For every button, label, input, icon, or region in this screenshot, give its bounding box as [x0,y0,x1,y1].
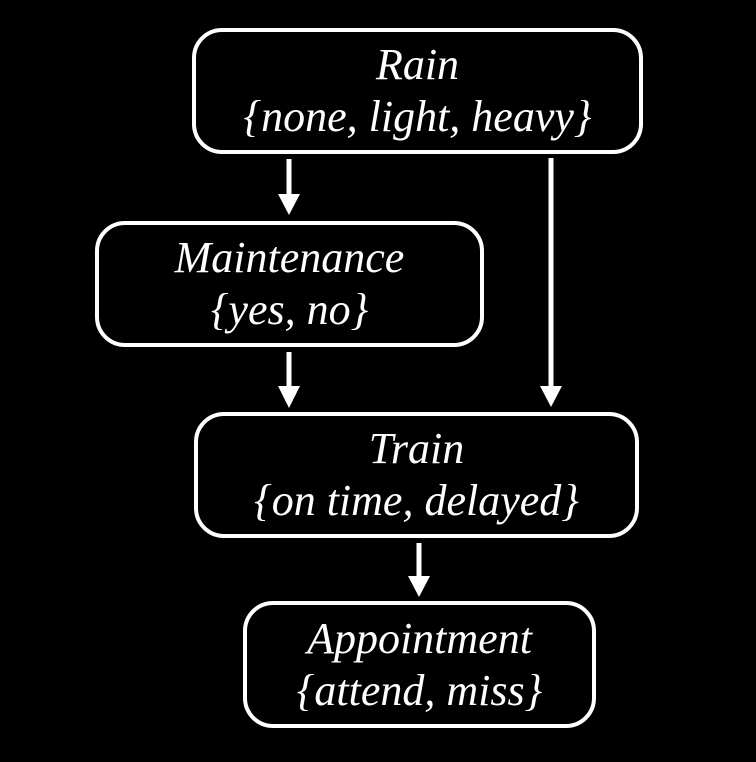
edge-train-to-appointment-arrow [408,543,430,597]
node-maintenance-name: Maintenance [174,233,405,283]
node-maintenance-domain: {yes, no} [210,285,369,334]
node-rain: Rain {none, light, heavy} [192,28,643,154]
node-appointment-domain: {attend, miss} [296,665,543,715]
node-appointment-name: Appointment [307,613,532,663]
node-train-domain: {on time, delayed} [254,476,579,525]
node-rain-name: Rain [375,40,460,90]
node-appointment: Appointment {attend, miss} [243,601,596,728]
edge-rain-to-maintenance-arrow [278,159,300,215]
node-maintenance: Maintenance {yes, no} [95,221,484,347]
node-train: Train {on time, delayed} [194,412,639,538]
node-rain-domain: {none, light, heavy} [243,92,592,141]
edge-maintenance-to-train-arrow [278,352,300,408]
node-train-name: Train [368,424,465,474]
edge-rain-to-train-arrow [540,158,562,407]
